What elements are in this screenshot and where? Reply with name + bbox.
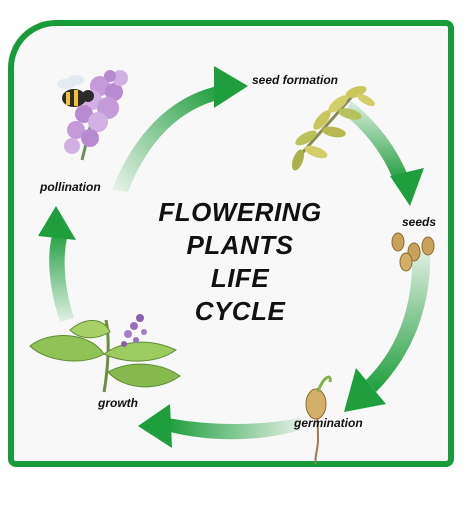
title-line-3: LIFE xyxy=(210,263,270,293)
leafy-seedling-icon xyxy=(29,314,181,393)
seeds-icon xyxy=(391,232,435,272)
arrow-seed-formation-to-seeds xyxy=(346,100,424,206)
title-line-1: FLOWERING xyxy=(158,197,322,227)
stage-label-seed-formation: seed formation xyxy=(252,73,339,87)
arrow-seeds-to-germination xyxy=(344,250,431,412)
stage-label-seeds: seeds xyxy=(402,215,437,229)
title-line-2: PLANTS xyxy=(186,230,294,260)
seed-pod-branch-icon xyxy=(291,85,375,171)
arrow-germination-to-growth xyxy=(138,404,300,448)
stage-label-germination: germination xyxy=(294,416,363,430)
arrow-pollination-to-seed-formation xyxy=(112,66,248,192)
bee-icon xyxy=(57,75,94,107)
title-line-4: CYCLE xyxy=(194,296,286,326)
stage-label-growth: growth xyxy=(98,396,138,410)
diagram-title: FLOWERING PLANTS LIFE CYCLE xyxy=(120,196,360,328)
lilac-flower-icon xyxy=(64,70,128,161)
stage-label-pollination: pollination xyxy=(40,180,101,194)
arrow-growth-to-pollination xyxy=(38,206,76,322)
germinating-seed-icon xyxy=(305,375,332,465)
